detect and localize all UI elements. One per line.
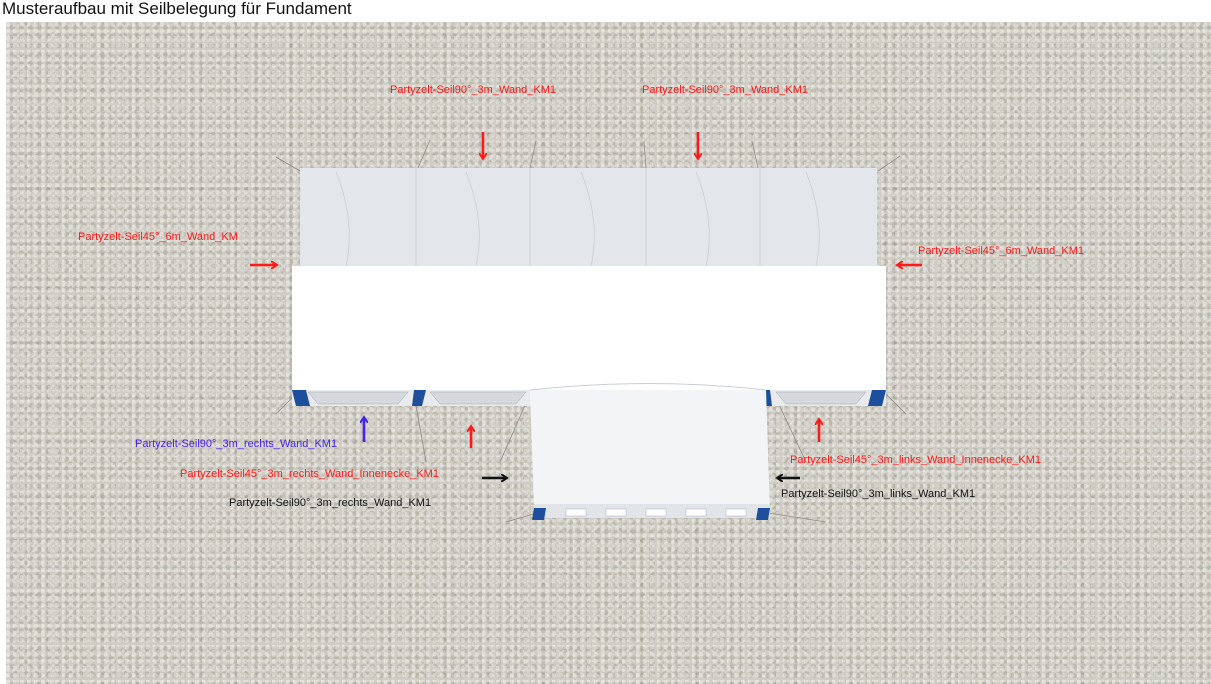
label-bottom-left-blue: Partyzelt-Seil90°_3m_rechts_Wand_KM1 [135,438,338,450]
label-right-side: Partyzelt-Seil45°_6m_Wand_KM1 [918,245,1085,257]
label-annex-left: Partyzelt-Seil90°_3m_rechts_Wand_KM1 [229,497,432,509]
annex-roof [530,390,770,512]
label-bottom-inner-right: Partyzelt-Seil45°_3m_links_Wand_Inneneck… [790,454,1042,466]
label-top-left: Partyzelt-Seil90°_3m_Wand_KM1 [390,84,557,96]
label-annex-right: Partyzelt-Seil90°_3m_links_Wand_KM1 [781,488,976,500]
main-tent-roof-front [292,266,886,392]
main-tent-roof-back [300,168,877,266]
label-left-side: Partyzelt-Seil45°_6m_Wand_KM [78,231,238,243]
ground-background: Partyzelt-Seil90°_3m_Wand_KM1 Partyzelt-… [6,22,1211,684]
annex-tent [529,383,770,520]
diagram-caption: Musteraufbau mit Seilbelegung für Fundam… [0,0,1211,22]
arrows [250,132,922,478]
label-top-right: Partyzelt-Seil90°_3m_Wand_KM1 [642,84,809,96]
label-bottom-inner-left: Partyzelt-Seil45°_3m_rechts_Wand_Innenec… [180,468,439,480]
tent-diagram [250,132,922,523]
main-tent [292,168,886,406]
